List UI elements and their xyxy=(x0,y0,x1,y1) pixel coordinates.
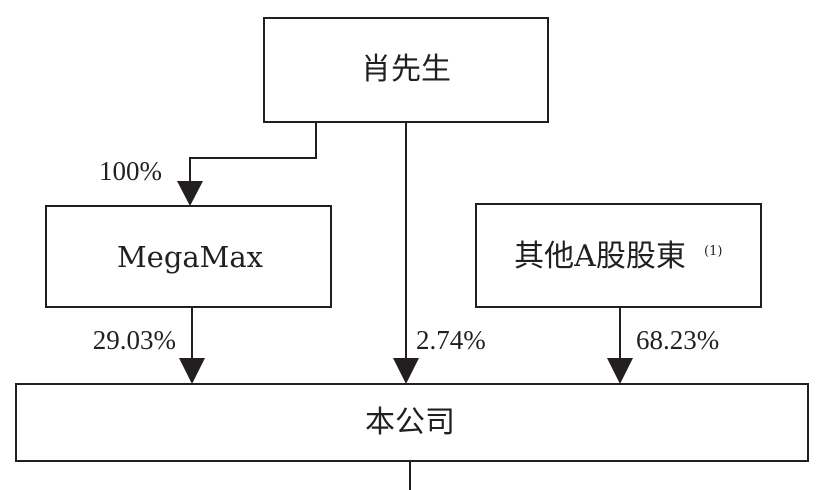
edge-label-xiao-to-company: 2.74% xyxy=(416,325,486,355)
arrowhead-company-right xyxy=(607,358,633,384)
connector-xiao-to-megamax xyxy=(189,122,317,183)
box-other-a-shareholders xyxy=(475,203,762,308)
arrowhead-company-center xyxy=(393,358,419,384)
edge-label-xiao-to-megamax: 100% xyxy=(99,156,162,186)
box-company xyxy=(15,383,809,462)
label-company: 本公司 xyxy=(365,405,455,440)
label-megamax: MegaMax xyxy=(117,240,263,274)
edge-label-megamax-to-company: 29.03% xyxy=(93,325,176,355)
label-mr-xiao: 肖先生 xyxy=(361,52,451,87)
arrowhead-megamax xyxy=(177,181,203,206)
label-other-a-shareholders: 其他A股股東 xyxy=(514,239,686,274)
footnote-marker: (1) xyxy=(704,244,722,259)
edge-label-others-to-company: 68.23% xyxy=(636,325,719,355)
box-megamax xyxy=(45,205,332,308)
arrowhead-company-left xyxy=(179,358,205,384)
